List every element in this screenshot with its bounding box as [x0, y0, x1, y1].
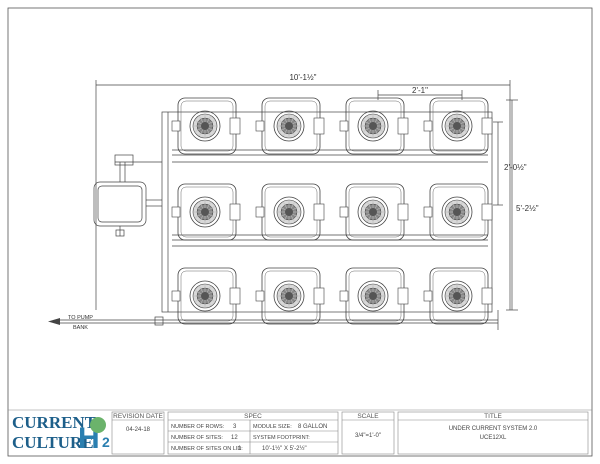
- svg-text:CULTURE: CULTURE: [12, 433, 94, 452]
- title-block: CURRENT CULTURE H 2 REVISION DATE 04-24-…: [8, 409, 592, 455]
- sheet-border: [7, 7, 593, 457]
- scale-value: 3/4"=1'-0": [355, 433, 381, 439]
- grow-module: [255, 183, 325, 241]
- scale-header: SCALE: [357, 413, 379, 420]
- dim-module-spacing: 2'-1": [412, 86, 428, 95]
- spec-header: SPEC: [244, 413, 262, 420]
- spec-rows-value: 3: [233, 424, 237, 430]
- grow-module: [423, 97, 493, 155]
- grow-module: [339, 97, 409, 155]
- svg-text:CURRENT: CURRENT: [12, 413, 97, 432]
- spec-sites-value: 12: [231, 435, 238, 441]
- dim-overall-depth: 5'-2½": [516, 204, 539, 213]
- grow-module: [171, 183, 241, 241]
- system-drawing: 10'-1½" 2'-1" 2'-0½" 5'-2½": [48, 73, 539, 331]
- title-line1: UNDER CURRENT SYSTEM 2.0: [449, 426, 538, 432]
- spec-module-size-value: 8 GALLON: [298, 424, 327, 430]
- revision-date: 04-24-18: [126, 427, 151, 433]
- spec-sites-lid-value: 1: [238, 446, 242, 452]
- spec-rows-label: NUMBER OF ROWS:: [171, 424, 225, 430]
- company-logo: CURRENT CULTURE H 2: [12, 413, 110, 455]
- control-bucket: [93, 181, 147, 227]
- spec-footprint-label: SYSTEM FOOTPRINT:: [253, 435, 310, 441]
- grow-module: [171, 97, 241, 155]
- spec-sites-label: NUMBER OF SITES:: [171, 435, 223, 441]
- spec-module-size-label: MODULE SIZE:: [253, 424, 292, 430]
- spec-footprint-value: 10'-1½" X 5'-2½": [262, 445, 307, 452]
- pump-label-line1: TO PUMP: [68, 315, 93, 321]
- grow-module: [255, 267, 325, 325]
- svg-text:2: 2: [102, 434, 110, 450]
- grow-module: [171, 267, 241, 325]
- grow-module: [423, 183, 493, 241]
- spec-sites-lid-label: NUMBER OF SITES ON LID:: [171, 446, 243, 452]
- pump-label-line2: BANK: [73, 325, 88, 331]
- dim-row-spacing: 2'-0½": [504, 163, 527, 172]
- grow-module: [339, 183, 409, 241]
- grow-module: [339, 267, 409, 325]
- grow-module: [255, 97, 325, 155]
- dim-overall-width: 10'-1½": [289, 73, 316, 82]
- revision-header: REVISION DATE: [113, 413, 163, 420]
- title-line2: UCE12XL: [480, 435, 507, 441]
- title-header: TITLE: [484, 413, 502, 420]
- grow-module: [423, 267, 493, 325]
